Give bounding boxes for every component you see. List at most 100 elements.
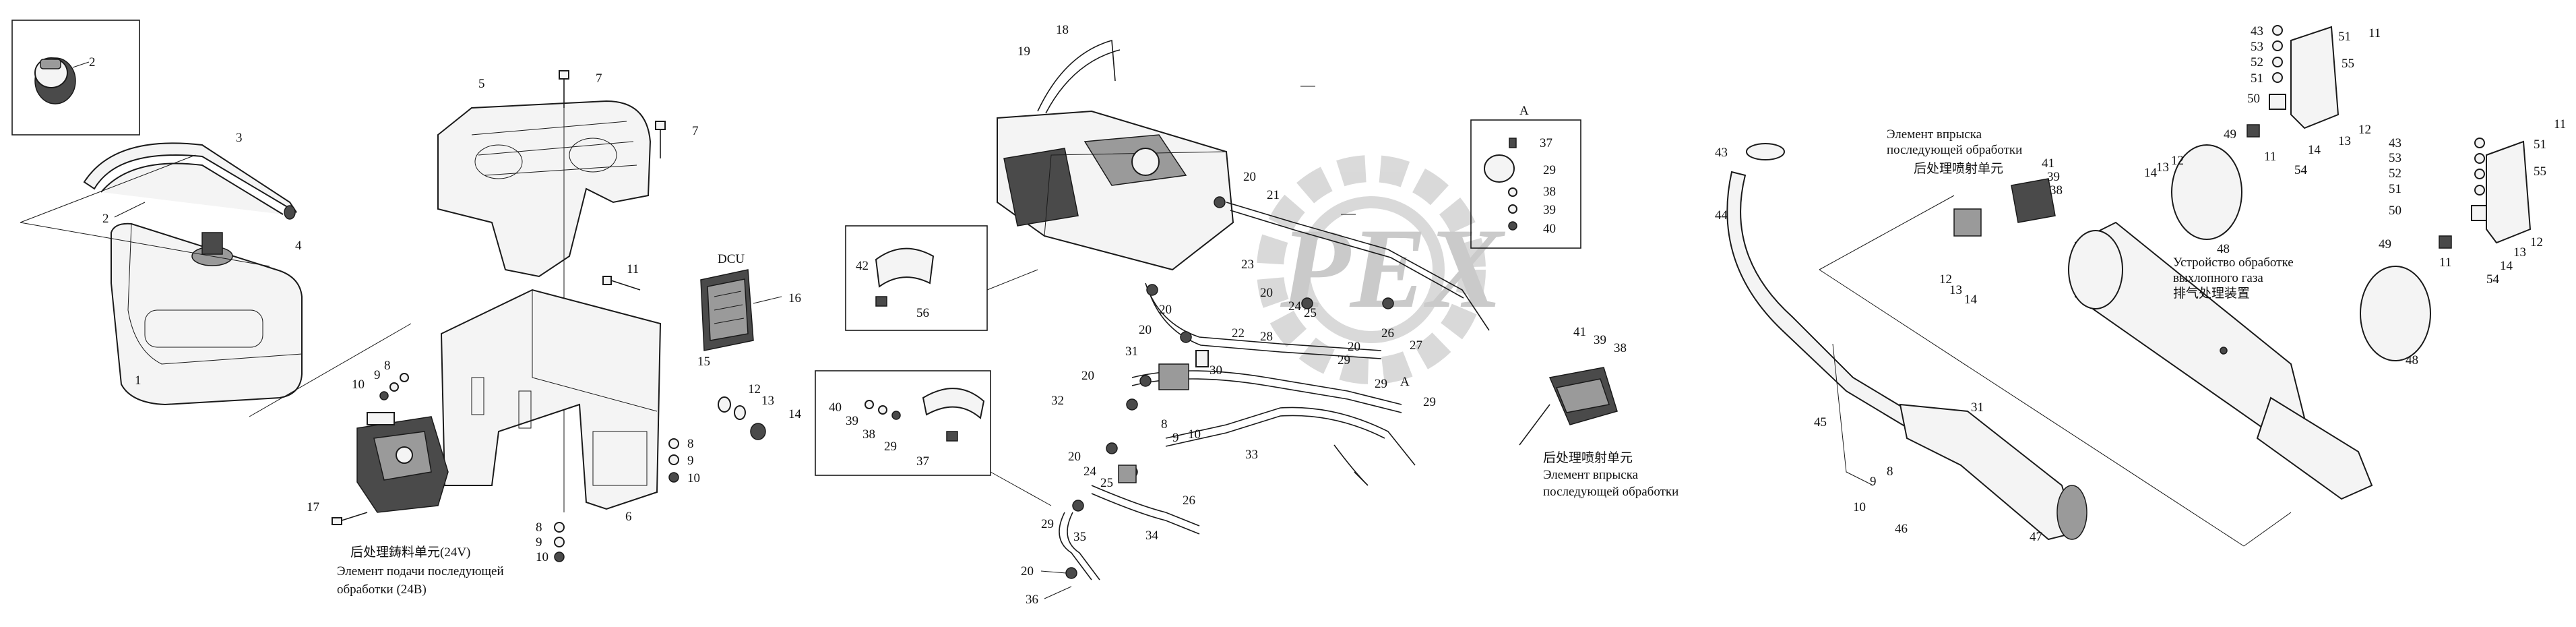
callout-label: 31 bbox=[1971, 400, 1984, 415]
callout-label: 50 bbox=[2247, 92, 2260, 106]
callout-label: 29 bbox=[1423, 395, 1436, 409]
callout-label: 29 bbox=[1543, 163, 1556, 177]
callout-label: 46 bbox=[1895, 522, 1908, 536]
detail-a-box bbox=[1470, 119, 1581, 249]
callout-label: 18 bbox=[1056, 23, 1069, 37]
callout-label: 53 bbox=[2389, 151, 2401, 165]
bracket-stack-lower bbox=[2439, 138, 2532, 249]
clamp-part bbox=[875, 247, 935, 307]
callout-label: 12 bbox=[2530, 235, 2543, 249]
inset-box-cap bbox=[11, 20, 140, 136]
callout-label: 37 bbox=[1540, 136, 1552, 150]
callout-label: 8 bbox=[687, 437, 694, 451]
callout-label: 48 bbox=[2217, 242, 2230, 256]
bolt-part bbox=[332, 512, 368, 525]
callout-label: 39 bbox=[2047, 170, 2060, 184]
fastener-stack bbox=[668, 438, 679, 483]
injector-cn-mid-caption: 后处理喷射单元 bbox=[1543, 450, 1633, 465]
callout-label: 49 bbox=[2224, 127, 2236, 142]
injector-ru-right-caption: Элемент впрыска bbox=[1887, 127, 1982, 142]
callout-label: 4 bbox=[295, 239, 302, 253]
callout-label: 45 bbox=[1814, 415, 1827, 429]
callout-label: 38 bbox=[862, 427, 875, 442]
callout-label: 10 bbox=[687, 471, 700, 485]
callout-label: 31 bbox=[1125, 345, 1138, 359]
callout-label: 55 bbox=[2342, 57, 2354, 71]
callout-label: 38 bbox=[1614, 341, 1627, 355]
callout-label: 28 bbox=[1260, 330, 1273, 344]
callout-label: 25 bbox=[1304, 306, 1317, 320]
callout-label: 8 bbox=[536, 520, 542, 535]
callout-label: 11 bbox=[2554, 117, 2566, 131]
watermark-logo: PEX bbox=[1257, 155, 1505, 384]
callout-label: 3 bbox=[236, 131, 243, 145]
callout-label: 10 bbox=[352, 378, 365, 392]
injector-unit-part bbox=[1519, 367, 1618, 446]
callout-a-mid: A bbox=[1400, 375, 1410, 389]
inset-box-clamp-2 bbox=[815, 370, 991, 476]
callout-label: 12 bbox=[2358, 123, 2371, 137]
callout-label: 22 bbox=[1232, 326, 1245, 340]
callout-label: 14 bbox=[2500, 259, 2513, 273]
callout-label: 51 bbox=[2251, 71, 2263, 86]
muffler-ru-caption: Устройство обработке bbox=[2173, 256, 2294, 270]
bracket-stack-upper bbox=[2247, 25, 2339, 138]
callout-label: 20 bbox=[1243, 170, 1256, 184]
callout-label: 8 bbox=[1887, 465, 1893, 479]
callout-label: 12 bbox=[2171, 154, 2184, 168]
callout-label: 13 bbox=[761, 394, 774, 408]
callout-label: 36 bbox=[1026, 593, 1038, 607]
callout-label: 5 bbox=[478, 77, 485, 91]
callout-label: 20 bbox=[1021, 564, 1034, 578]
callout-label: 14 bbox=[2308, 143, 2321, 157]
callout-label: 40 bbox=[1543, 222, 1556, 236]
callout-label: 43 bbox=[1715, 146, 1728, 160]
doser-ru-caption: Элемент подачи последующей bbox=[337, 564, 504, 578]
urea-tank-part bbox=[111, 222, 303, 406]
dcu-label: DCU bbox=[718, 252, 745, 266]
callout-label: 53 bbox=[2251, 40, 2263, 54]
clamp-ring-part bbox=[2171, 144, 2431, 361]
detail-a-parts bbox=[1484, 138, 1517, 231]
injector-unit-right-part bbox=[1953, 178, 2056, 237]
callout-label: 9 bbox=[687, 454, 694, 468]
callout-label: 6 bbox=[625, 510, 632, 524]
callout-label: 39 bbox=[1594, 333, 1606, 347]
muffler-cn-caption: 排气处理装置 bbox=[2173, 286, 2250, 301]
callout-label: 48 bbox=[2406, 353, 2418, 367]
fastener-stack bbox=[718, 396, 766, 440]
callout-label: 7 bbox=[692, 124, 699, 138]
callout-label: 14 bbox=[2144, 166, 2158, 180]
callout-label: 17 bbox=[307, 500, 319, 514]
callout-label: 26 bbox=[1381, 326, 1394, 340]
callout-label: 11 bbox=[2368, 26, 2381, 40]
callout-label: 12 bbox=[1939, 272, 1952, 287]
tank-cap-part bbox=[34, 57, 90, 104]
fastener-stack bbox=[379, 373, 409, 400]
callout-label: 20 bbox=[1081, 369, 1094, 383]
callout-label: 40 bbox=[829, 400, 842, 415]
muffler-part bbox=[2068, 221, 2373, 500]
injector-cn-right-caption: 后处理喷射单元 bbox=[1914, 161, 2003, 176]
callout-label: 1 bbox=[135, 374, 142, 388]
callout-label: 43 bbox=[2389, 136, 2401, 150]
callout-label: 21 bbox=[1267, 188, 1280, 202]
callout-label: 38 bbox=[1543, 185, 1556, 199]
callout-label: 23 bbox=[1241, 258, 1254, 272]
callout-label: 13 bbox=[2156, 160, 2169, 175]
callout-label: 30 bbox=[1210, 363, 1222, 378]
callout-label: 51 bbox=[2534, 138, 2546, 152]
callout-label: 51 bbox=[2338, 30, 2351, 44]
callout-label: 27 bbox=[1410, 338, 1422, 353]
callout-label: 56 bbox=[916, 306, 929, 320]
callout-label: 42 bbox=[856, 259, 869, 273]
fitting-parts bbox=[1065, 196, 1394, 579]
injector-ru-mid-caption: Элемент впрыска bbox=[1543, 468, 1639, 482]
detail-a-title: A bbox=[1519, 104, 1529, 118]
callout-label: 26 bbox=[1183, 494, 1195, 508]
bracket-cover-part bbox=[437, 100, 652, 278]
bolt-part bbox=[602, 276, 641, 291]
callout-label: 29 bbox=[1375, 377, 1387, 391]
callout-label: 29 bbox=[884, 440, 897, 454]
